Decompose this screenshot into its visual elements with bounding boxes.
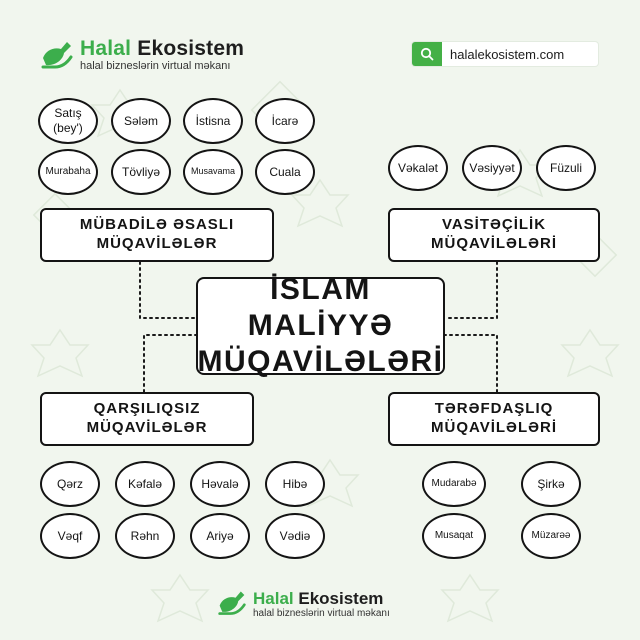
- connector-gratuitous: [143, 334, 197, 393]
- logo-icon: [41, 42, 73, 69]
- oval-istisna: İstisna: [183, 98, 243, 144]
- connector-exchange: [139, 261, 197, 319]
- website-url: halalekosistem.com: [450, 46, 565, 62]
- oval-hibe: Hibə: [265, 461, 325, 507]
- oval-vaqf: Vəqf: [40, 513, 100, 559]
- oval-murabaha: Murabaha: [38, 149, 98, 195]
- search-icon: [412, 42, 442, 66]
- oval-musavama: Musavama: [183, 149, 243, 195]
- oval-vedie: Vədiə: [265, 513, 325, 559]
- oval-ariye: Ariyə: [190, 513, 250, 559]
- oval-mudarabe: Mudarabə: [422, 461, 486, 507]
- oval-rehn: Rəhn: [115, 513, 175, 559]
- website-url-box[interactable]: halalekosistem.com: [412, 42, 598, 66]
- oval-vesiyyet: Vəsiyyət: [462, 145, 522, 191]
- oval-muzaree: Müzarəə: [521, 513, 581, 559]
- connector-intermediary: [444, 261, 498, 319]
- oval-kefale: Kəfalə: [115, 461, 175, 507]
- oval-fuzuli: Füzuli: [536, 145, 596, 191]
- oval-vekalet: Vəkalət: [388, 145, 448, 191]
- oval-havale: Həvalə: [190, 461, 250, 507]
- brand-name: Halal Ekosistem: [80, 37, 245, 60]
- footer-tagline: halal bizneslərin virtual məkanı: [253, 608, 390, 619]
- oval-icare: İcarə: [255, 98, 315, 144]
- footer-brand-name: Halal Ekosistem: [253, 589, 384, 608]
- oval-qerz: Qərz: [40, 461, 100, 507]
- oval-tovliye: Tövliyə: [111, 149, 171, 195]
- connector-partnership: [444, 334, 498, 393]
- brand-tagline: halal bizneslərin virtual məkanı: [80, 60, 231, 72]
- oval-satis: Satış(bey'): [38, 98, 98, 144]
- oval-sirke: Şirkə: [521, 461, 581, 507]
- footer-logo-icon: [218, 591, 246, 615]
- oval-cuala: Cuala: [255, 149, 315, 195]
- oval-musaqat: Musaqat: [422, 513, 486, 559]
- oval-selem: Sələm: [111, 98, 171, 144]
